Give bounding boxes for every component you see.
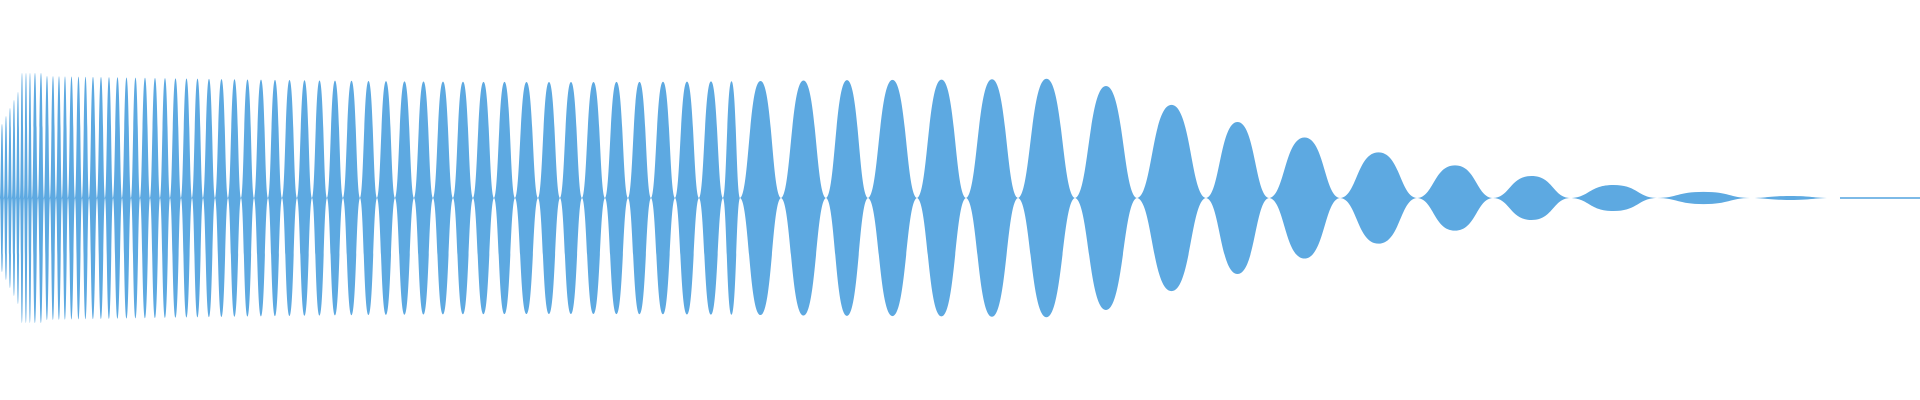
waveform-lobe bbox=[1657, 191, 1750, 205]
waveform-lobe bbox=[473, 81, 494, 315]
waveform-lobe bbox=[538, 81, 560, 315]
waveform-lobe bbox=[89, 76, 97, 320]
waveform-lobe bbox=[254, 79, 268, 317]
waveform-lobe bbox=[181, 78, 192, 318]
waveform-lobe bbox=[97, 77, 105, 319]
waveform-lobe bbox=[781, 80, 826, 316]
waveform-lobe bbox=[1269, 137, 1340, 259]
waveform-lobe bbox=[140, 77, 150, 319]
waveform-lobe bbox=[4, 116, 8, 280]
waveform-lobe bbox=[28, 73, 32, 323]
waveform-lobe bbox=[1493, 175, 1570, 221]
waveform-lobe bbox=[68, 76, 75, 320]
waveform-lobe bbox=[1570, 184, 1657, 212]
waveform-lobe bbox=[16, 92, 20, 304]
waveform-lobe bbox=[723, 81, 740, 315]
waveform-lobe bbox=[282, 80, 297, 316]
waveform-lobe bbox=[50, 76, 56, 320]
waveform-lobe bbox=[414, 81, 433, 315]
waveform-lobe bbox=[1075, 86, 1137, 310]
waveform-lobe bbox=[1137, 104, 1206, 292]
waveform-lobe bbox=[75, 76, 82, 320]
waveform-lobe bbox=[699, 81, 723, 315]
waveform-lobe bbox=[8, 108, 12, 288]
waveform-tail-line bbox=[1840, 197, 1920, 199]
waveform-lobe bbox=[56, 76, 62, 320]
waveform-lobe bbox=[868, 79, 917, 317]
waveform-lobe bbox=[241, 79, 254, 317]
waveform-lobe bbox=[1018, 78, 1075, 318]
waveform-lobe bbox=[105, 77, 113, 319]
waveform-lobe bbox=[917, 79, 966, 317]
waveform-lobe bbox=[32, 73, 38, 323]
waveform-lobe bbox=[1340, 152, 1417, 244]
waveform-lobe bbox=[826, 80, 868, 316]
waveform-lobe bbox=[966, 79, 1018, 317]
waveform-lobe bbox=[494, 81, 515, 315]
waveform-lobe bbox=[82, 76, 89, 320]
waveform-lobe bbox=[560, 81, 582, 315]
waveform-lobe bbox=[1750, 196, 1830, 200]
waveform-lobe bbox=[44, 76, 50, 320]
waveform-lobe bbox=[228, 79, 241, 317]
waveform-lobe bbox=[605, 81, 628, 315]
waveform-lobe bbox=[12, 100, 16, 296]
waveform-lobe bbox=[203, 78, 215, 318]
waveform-lobe bbox=[651, 81, 675, 315]
waveform-lobe bbox=[160, 78, 170, 318]
waveform-lobe bbox=[131, 77, 140, 319]
waveform-lobe bbox=[740, 80, 781, 316]
waveform-lobe bbox=[515, 81, 538, 315]
waveform-lobe bbox=[433, 81, 453, 315]
waveform-lobe bbox=[24, 73, 28, 323]
waveform-lobe bbox=[170, 78, 181, 318]
waveform-lobes bbox=[0, 73, 1920, 323]
waveform-lobe bbox=[20, 73, 24, 323]
waveform-lobe bbox=[1417, 165, 1493, 231]
waveform-lobe bbox=[1206, 122, 1269, 274]
waveform-lobe bbox=[582, 81, 605, 315]
waveform-lobe bbox=[150, 77, 160, 319]
waveform-lobe bbox=[327, 80, 343, 316]
waveform-lobe bbox=[113, 77, 122, 319]
waveform-lobe bbox=[192, 78, 203, 318]
waveform-lobe bbox=[395, 81, 414, 315]
waveform-lobe bbox=[675, 81, 699, 315]
waveform-lobe bbox=[453, 81, 473, 315]
waveform-lobe bbox=[0, 124, 4, 272]
waveform-lobe bbox=[38, 73, 44, 323]
waveform-lobe bbox=[62, 76, 68, 320]
waveform-lobe bbox=[343, 80, 360, 316]
waveform-lobe bbox=[377, 81, 395, 315]
waveform-lobe bbox=[297, 80, 312, 316]
waveform-lobe bbox=[215, 79, 228, 317]
waveform-lobe bbox=[268, 79, 282, 317]
waveform-lobe bbox=[628, 81, 651, 315]
waveform-lobe bbox=[360, 80, 377, 316]
waveform-lobe bbox=[312, 80, 327, 316]
waveform-lobe bbox=[122, 77, 131, 319]
